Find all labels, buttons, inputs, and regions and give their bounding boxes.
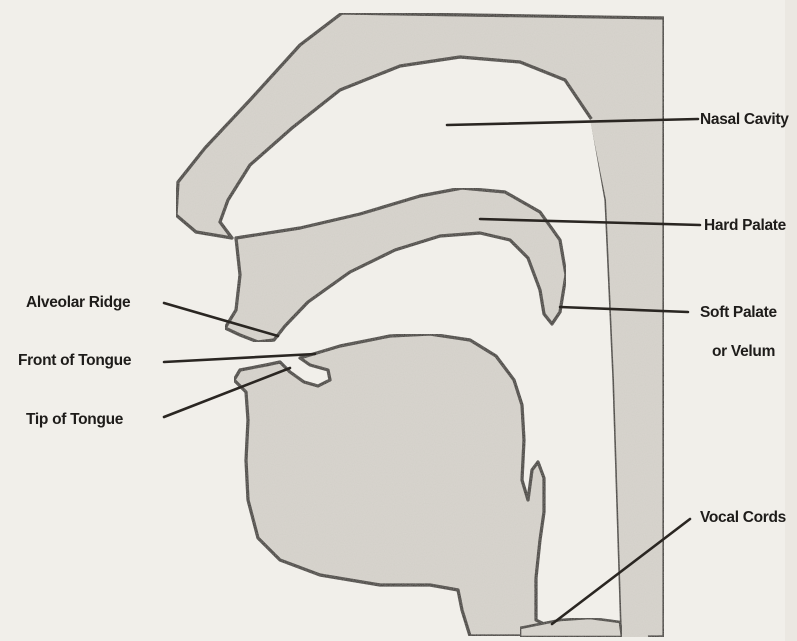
- label-tip-of-tongue: Tip of Tongue: [26, 411, 123, 429]
- label-soft-palate-line1: Soft Palate: [700, 304, 777, 322]
- label-vocal-cords: Vocal Cords: [700, 509, 786, 527]
- label-hard-palate: Hard Palate: [704, 217, 786, 235]
- pointer-front-of-tongue: [164, 354, 315, 362]
- palate-shape: [225, 188, 566, 342]
- label-nasal-cavity: Nasal Cavity: [700, 111, 789, 129]
- label-soft-palate-line2: or Velum: [712, 343, 775, 361]
- tongue-jaw-shape: [234, 334, 560, 636]
- label-front-of-tongue: Front of Tongue: [18, 352, 131, 370]
- label-alveolar-ridge: Alveolar Ridge: [26, 294, 130, 312]
